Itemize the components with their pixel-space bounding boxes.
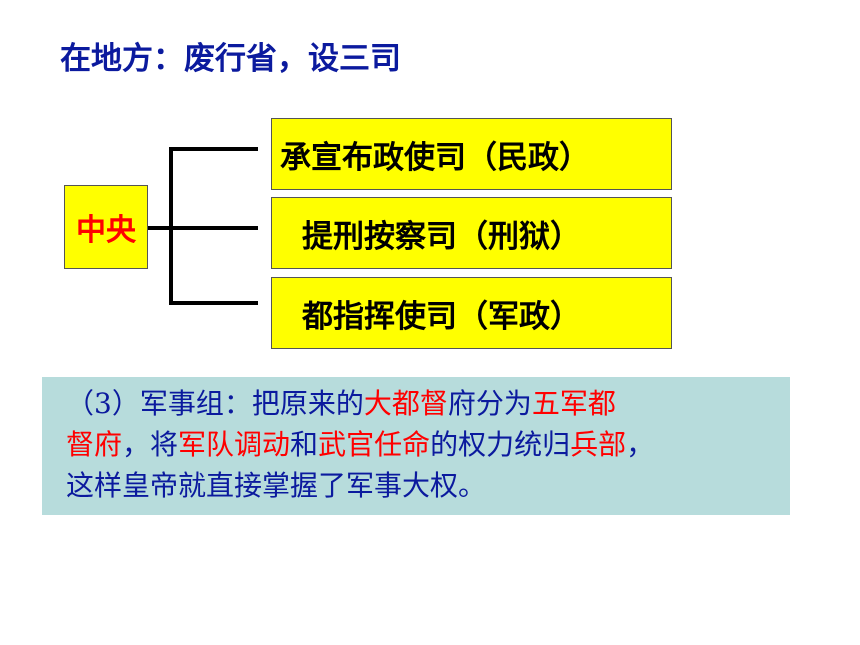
center-node-label: 中央 xyxy=(76,213,136,248)
note-text: 府分为 xyxy=(447,387,532,420)
branch-line-top xyxy=(169,147,258,151)
note-box: （3）军事组：把原来的大都督府分为五军都 督府，将军队调动和武官任命的权力统归兵… xyxy=(42,377,790,515)
note-highlight: 督府 xyxy=(66,428,123,461)
note-highlight: 五军都 xyxy=(531,387,616,420)
note-highlight: 大都督 xyxy=(363,387,448,420)
office-box-military: 都指挥使司（军政） xyxy=(271,277,672,349)
note-highlight: 兵部 xyxy=(570,428,627,461)
note-text: ， xyxy=(626,428,655,461)
office-box-civil: 承宣布政使司（民政） xyxy=(271,118,672,190)
note-text: （3）军事组：把原来的 xyxy=(66,387,364,420)
stem-line xyxy=(148,226,173,230)
note-line-1: （3）军事组：把原来的大都督府分为五军都 xyxy=(66,383,780,424)
branch-line-middle xyxy=(169,226,258,230)
note-text: 的权力统归 xyxy=(430,428,571,461)
note-text: ，将 xyxy=(122,428,179,461)
office-box-judicial: 提刑按察司（刑狱） xyxy=(271,197,672,269)
note-line-3: 这样皇帝就直接掌握了军事大权。 xyxy=(66,469,487,502)
page-title: 在地方：废行省，设三司 xyxy=(60,41,401,77)
note-line-2: 督府，将军队调动和武官任命的权力统归兵部， xyxy=(66,424,780,465)
office-label-civil: 承宣布政使司（民政） xyxy=(280,139,590,176)
office-label-military: 都指挥使司（军政） xyxy=(302,298,581,335)
note-highlight: 军队调动 xyxy=(178,428,291,461)
office-label-judicial: 提刑按察司（刑狱） xyxy=(302,218,581,255)
note-text: 和 xyxy=(290,428,319,461)
center-node: 中央 xyxy=(64,185,148,269)
branch-line-bottom xyxy=(169,301,258,305)
note-highlight: 武官任命 xyxy=(318,428,431,461)
